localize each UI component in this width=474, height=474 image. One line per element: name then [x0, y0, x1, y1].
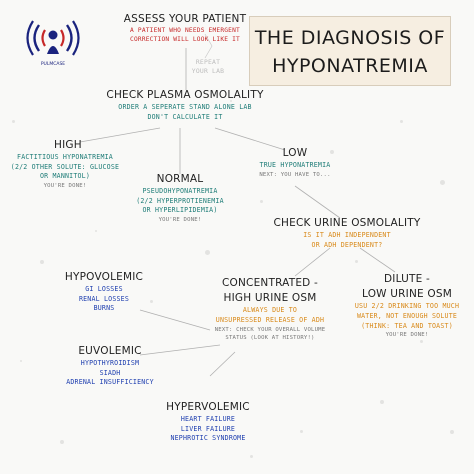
title-line-1: THE DIAGNOSIS OF	[254, 27, 446, 49]
hypervolemic-item: NEPHROTIC SYNDROME	[170, 434, 246, 443]
hypovolemic-item: RENAL LOSSES	[78, 294, 130, 303]
low-next: NEXT: YOU HAVE TO...	[259, 171, 331, 178]
concentrated-next-2: STATUS (LOOK AT HISTORY!)	[225, 334, 315, 341]
plasma-to-high-line	[79, 127, 161, 143]
high-line-2: (2/2 OTHER SOLUTE: GLUCOSE	[10, 162, 120, 171]
normal-heading: NORMAL	[156, 173, 204, 185]
hypervolemic-heading: HYPERVOLEMIC	[166, 401, 250, 413]
low-heading: LOW	[282, 147, 308, 159]
repeat-arrow-path	[204, 33, 213, 59]
dilute-node: DILUTE - LOW URINE OSM USU 2/2 DRINKING …	[348, 272, 466, 339]
hypovolemic-heading: HYPOVOLEMIC	[64, 271, 144, 283]
concentrated-orange-2: UNSUPRESSED RELEASE OF ADH	[215, 315, 325, 324]
concentrated-to-euvolemic-line	[139, 344, 221, 356]
urine-to-dilute-line	[359, 247, 396, 273]
concentrated-to-hypovolemic-line	[139, 309, 211, 331]
urine-sub-1: IS IT ADH INDEPENDENT	[303, 231, 391, 240]
euvolemic-node: EUVOLEMIC HYPOTHYROIDISM SIADH ADRENAL I…	[52, 344, 168, 388]
concentrated-node: CONCENTRATED - HIGH URINE OSM ALWAYS DUE…	[205, 276, 335, 342]
euvolemic-item: HYPOTHYROIDISM	[80, 359, 140, 368]
euvolemic-heading: EUVOLEMIC	[78, 345, 142, 357]
concentrated-next-1: NEXT: CHECK YOUR OVERALL VOLUME	[214, 326, 326, 333]
low-node: LOW TRUE HYPONATREMIA NEXT: YOU HAVE TO.…	[250, 146, 340, 179]
broadcast-person-icon	[26, 20, 80, 56]
normal-done: YOU'RE DONE!	[158, 216, 202, 223]
high-node: HIGH FACTITIOUS HYPONATREMIA (2/2 OTHER …	[6, 138, 124, 190]
euvolemic-item: SIADH	[99, 368, 121, 377]
title-line-2: HYPONATREMIA	[272, 55, 428, 77]
urine-sub-2: OR ADH DEPENDENT?	[311, 240, 383, 249]
high-heading: HIGH	[54, 139, 82, 151]
dilute-heading-1: DILUTE -	[384, 273, 430, 285]
logo-text: PULMCASE	[40, 62, 66, 67]
dilute-orange-1: USU 2/2 DRINKING TOO MUCH	[354, 302, 460, 311]
plasma-sub-2: DON'T CALCULATE IT	[147, 112, 223, 121]
dilute-orange-3: (THINK: TEA AND TOAST)	[361, 321, 453, 330]
plasma-heading: CHECK PLASMA OSMOLALITY	[106, 89, 264, 101]
title-box: THE DIAGNOSIS OF HYPONATREMIA	[249, 16, 451, 86]
high-done: YOU'RE DONE!	[43, 182, 87, 189]
urine-heading: CHECK URINE OSMOLALITY	[273, 217, 421, 229]
euvolemic-item: ADRENAL INSUFFICIENCY	[66, 378, 154, 387]
hypervolemic-item: HEART FAILURE	[180, 415, 236, 424]
dilute-done: YOU'RE DONE!	[385, 332, 429, 339]
concentrated-heading-1: CONCENTRATED -	[222, 277, 318, 289]
assess-node: ASSESS YOUR PATIENT A PATIENT WHO NEEDS …	[110, 12, 260, 45]
repeat-line-1: REPEAT	[195, 58, 221, 66]
normal-node: NORMAL PSEUDOHYPONATREMIA (2/2 HYPERPROT…	[125, 172, 235, 224]
concentrated-orange-1: ALWAYS DUE TO	[242, 306, 298, 315]
plasma-node: CHECK PLASMA OSMOLALITY ORDER A SEPERATE…	[100, 88, 270, 122]
urine-to-concentrated-line	[294, 247, 331, 277]
concentrated-to-hypervolemic-line	[209, 351, 236, 377]
hypovolemic-item: BURNS	[93, 304, 115, 313]
plasma-to-low-line	[214, 127, 286, 151]
hypovolemic-item: GI LOSSES	[85, 285, 123, 294]
assess-sub-1: A PATIENT WHO NEEDS EMERGENT	[130, 27, 240, 35]
hypovolemic-node: HYPOVOLEMIC GI LOSSES RENAL LOSSES BURNS	[56, 270, 152, 314]
repeat-line-2: YOUR LAB	[191, 67, 225, 76]
normal-line-2: (2/2 HYPERPROTIENEMIA	[136, 196, 224, 205]
hypervolemic-item: LIVER FAILURE	[180, 424, 236, 433]
hypervolemic-node: HYPERVOLEMIC HEART FAILURE LIVER FAILURE…	[150, 400, 266, 444]
low-line-1: TRUE HYPONATREMIA	[259, 161, 331, 170]
urine-node: CHECK URINE OSMOLALITY IS IT ADH INDEPEN…	[272, 216, 422, 250]
dilute-heading-2: LOW URINE OSM	[362, 288, 452, 301]
high-line-3: OR MANNITOL)	[39, 172, 91, 181]
assess-heading: ASSESS YOUR PATIENT	[123, 13, 247, 25]
concentrated-heading-2: HIGH URINE OSM	[223, 292, 317, 305]
dilute-orange-2: WATER, NOT ENOUGH SOLUTE	[356, 311, 458, 320]
high-line-1: FACTITIOUS HYPONATREMIA	[17, 153, 113, 162]
assess-sub-2: CORRECTION WILL LOOK LIKE IT	[130, 36, 240, 44]
low-to-urine-line	[294, 185, 341, 219]
repeat-node: REPEAT YOUR LAB	[178, 58, 238, 77]
normal-line-1: PSEUDOHYPONATREMIA	[142, 187, 218, 196]
plasma-sub-1: ORDER A SEPERATE STAND ALONE LAB	[118, 103, 252, 112]
normal-line-3: OR HYPERLIPIDEMIA)	[142, 206, 218, 215]
